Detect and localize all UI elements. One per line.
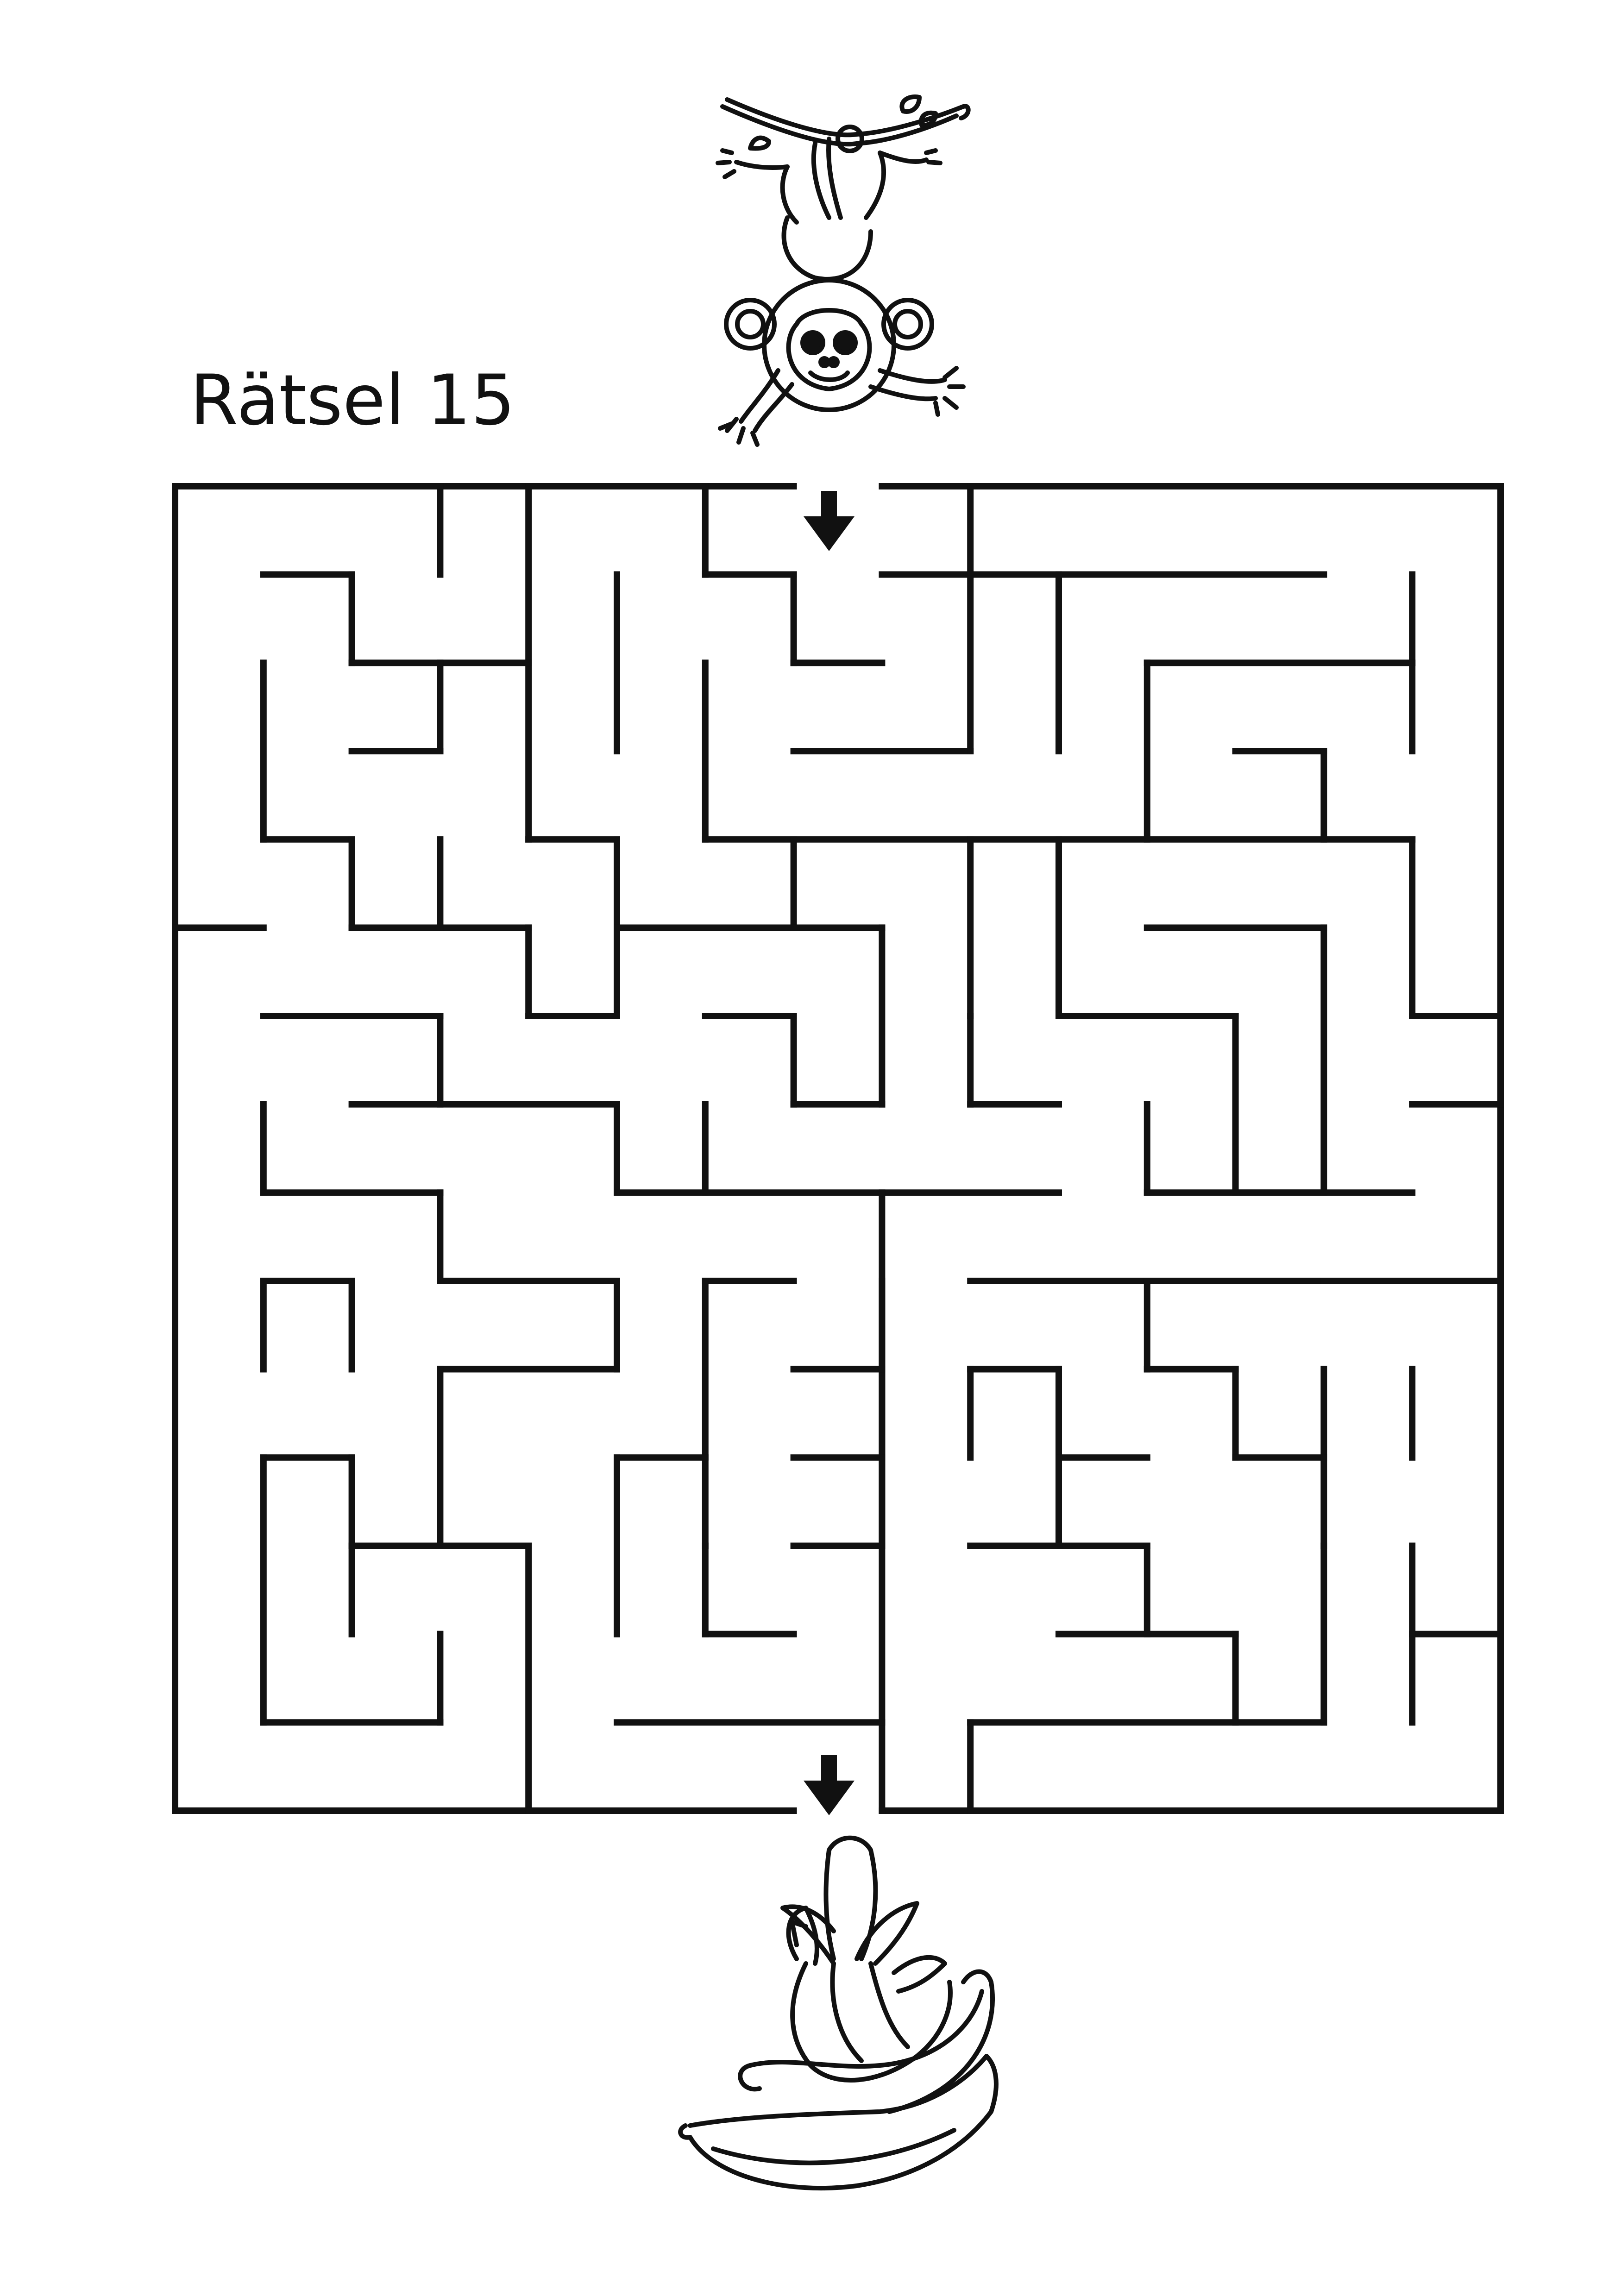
puzzle-title: Rätsel 15	[190, 360, 515, 441]
arrow-down-icon	[804, 491, 854, 551]
arrow-down-icon	[804, 1755, 854, 1815]
monkey-icon	[716, 94, 971, 447]
banana-icon	[678, 1835, 999, 2191]
maze-grid	[172, 483, 1504, 1814]
